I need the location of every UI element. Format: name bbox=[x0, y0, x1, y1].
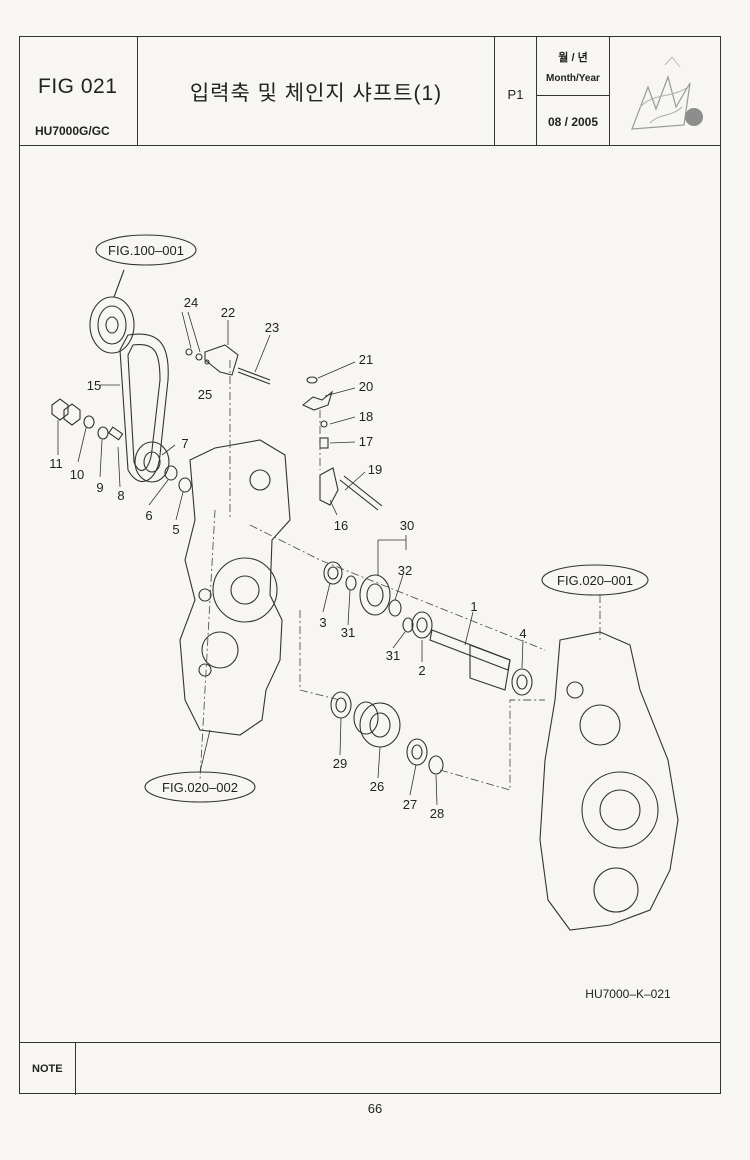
part-label: 31 bbox=[386, 648, 400, 663]
part-label: 19 bbox=[368, 462, 382, 477]
part-label: 7 bbox=[181, 436, 188, 451]
drive-chain bbox=[119, 333, 169, 482]
fig-number: FIG 021 bbox=[38, 75, 118, 98]
page-frame: FIG 021 HU7000G/GC 입력축 및 체인지 샤프트(1) P1 월… bbox=[19, 36, 721, 1095]
page-number: 66 bbox=[367, 1101, 383, 1116]
part-label: 21 bbox=[359, 352, 373, 367]
part-label: 9 bbox=[96, 480, 103, 495]
note-label-cell: NOTE bbox=[20, 1043, 76, 1095]
bearing-27 bbox=[406, 738, 428, 766]
part-label: 5 bbox=[172, 522, 179, 537]
part-label: 31 bbox=[341, 625, 355, 640]
fig-cell: FIG 021 HU7000G/GC bbox=[20, 37, 138, 145]
part-label: 28 bbox=[430, 806, 444, 821]
part-label: 22 bbox=[221, 305, 235, 320]
bearing-29 bbox=[330, 691, 352, 719]
model-code: HU7000G/GC bbox=[35, 124, 110, 138]
right-housing bbox=[539, 631, 679, 931]
part-label: 10 bbox=[70, 467, 84, 482]
part-label: 17 bbox=[359, 434, 373, 449]
manufacturer-logo bbox=[631, 56, 703, 130]
part-label: 25 bbox=[198, 387, 212, 402]
month-year-cell: 월 / 년 Month/Year 08 / 2005 bbox=[537, 37, 610, 145]
part-label: 20 bbox=[359, 379, 373, 394]
gear-2 bbox=[411, 611, 433, 639]
lever-22 bbox=[204, 344, 239, 376]
gear-26 bbox=[359, 702, 401, 748]
part-label: 23 bbox=[265, 320, 279, 335]
title-cell: 입력축 및 체인지 샤프트(1) bbox=[138, 37, 495, 145]
bearing-3 bbox=[323, 561, 343, 585]
part-label: 8 bbox=[117, 488, 124, 503]
bearing-4 bbox=[511, 668, 533, 696]
part-label: 30 bbox=[400, 518, 414, 533]
part-label: 3 bbox=[319, 615, 326, 630]
part-label: 26 bbox=[370, 779, 384, 794]
part-label: 29 bbox=[333, 756, 347, 771]
part-label: 27 bbox=[403, 797, 417, 812]
note-label: NOTE bbox=[32, 1063, 63, 1075]
part-label: 16 bbox=[334, 518, 348, 533]
part-label: 32 bbox=[398, 563, 412, 578]
title-block: FIG 021 HU7000G/GC 입력축 및 체인지 샤프트(1) P1 월… bbox=[20, 37, 720, 146]
ref-bubble-fig100 bbox=[95, 234, 197, 266]
month-year-ko: 월 / 년 bbox=[558, 52, 588, 64]
shift-fork bbox=[319, 467, 339, 506]
page-code: P1 bbox=[507, 87, 524, 102]
part-label: 11 bbox=[49, 456, 63, 471]
ref-fig020-002-label: FIG.020–002 bbox=[162, 780, 238, 795]
part-label: 18 bbox=[359, 409, 373, 424]
logo-cell bbox=[610, 37, 722, 145]
part-label: 15 bbox=[87, 378, 101, 393]
gear-30 bbox=[359, 574, 391, 616]
page-title: 입력축 및 체인지 샤프트(1) bbox=[189, 82, 443, 105]
revision-date: 08 / 2005 bbox=[547, 115, 599, 129]
part-label: 4 bbox=[519, 626, 526, 641]
ref-fig020-001-label: FIG.020–001 bbox=[557, 573, 633, 588]
month-year-header: 월 / 년 Month/Year bbox=[537, 37, 609, 96]
month-year-en: Month/Year bbox=[546, 73, 600, 84]
sprocket-7 bbox=[134, 441, 170, 483]
part-label: 1 bbox=[470, 599, 477, 614]
part-label: 24 bbox=[184, 295, 198, 310]
part-label: 2 bbox=[418, 663, 425, 678]
drawing-code: HU7000–K–021 bbox=[585, 987, 671, 1001]
pulley-outer bbox=[89, 296, 135, 354]
seal-28 bbox=[428, 755, 444, 775]
page-code-cell: P1 bbox=[495, 37, 537, 145]
ref-fig100-label: FIG.100–001 bbox=[108, 243, 184, 258]
left-housing bbox=[179, 439, 291, 736]
ref-bubble-fig020-001 bbox=[541, 564, 649, 596]
part-label: 6 bbox=[145, 508, 152, 523]
note-row: NOTE bbox=[20, 1042, 720, 1095]
